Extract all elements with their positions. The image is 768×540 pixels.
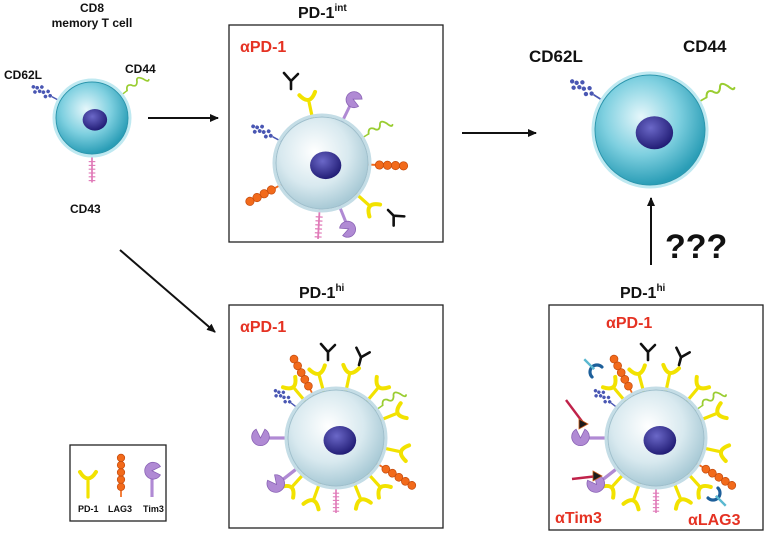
restored-t-cell [591,71,709,189]
result-cd44-label: CD44 [683,37,727,56]
tim3-receptor [251,428,288,446]
cd43-receptor [332,486,340,513]
cell-nucleus [310,151,342,180]
cell-nucleus [635,116,674,150]
lag3-receptor [116,453,126,497]
anti-lag3-antibody [583,358,604,379]
cell-membrane [272,113,372,213]
receptor-layer [31,71,737,513]
naive-title-line2: memory T cell [52,16,133,30]
int-box-title: PD-1int [298,3,347,22]
arrow-to-hi [119,249,216,333]
cell-membrane [604,386,708,490]
legend-box [69,444,167,522]
cd43-receptor [652,486,660,513]
pd1-int-cell [272,113,372,213]
anti-tim3-antibody [571,470,603,482]
pd1-hi-cell [284,386,388,490]
cell-nucleus [643,426,677,455]
cell-membrane [52,78,132,158]
lag3-receptor [289,354,315,397]
lag3-receptor [367,160,409,171]
cd62l-receptor [251,124,282,143]
cell-membrane [591,71,709,189]
cell-layer [52,71,709,490]
cd62l-receptor [593,389,619,409]
cell-membrane [284,386,388,490]
combo-box-title: PD-1hi [620,283,666,302]
legend-tim3-label: Tim3 [143,504,164,514]
naive-cd62l-label: CD62L [4,68,42,82]
anti-pd1-antibody [319,342,337,362]
cell-nucleus [82,109,108,131]
lag3-receptor [376,462,417,490]
combo-box-antibody-label: αPD-1 [606,315,652,332]
tim3-receptor [571,428,608,446]
blocking-antibody-layer [565,358,727,507]
cell-nucleus [323,426,357,455]
anti-pd1-antibody [355,346,371,367]
hi-box-antibody-label: αPD-1 [240,319,286,336]
combo-tim3-antibody-label: αTim3 [555,510,602,527]
legend-lag3-label: LAG3 [108,504,132,514]
anti-pd1-antibody [386,208,406,227]
naive-cd43-label: CD43 [70,202,101,216]
hi-box-title: PD-1hi [299,283,345,302]
pd1-int-box [228,24,444,243]
pd1-hi-box [228,304,444,529]
legend-pd1-label: PD-1 [78,504,99,514]
pd1-hi-combo-box [548,304,764,531]
cd43-receptor [314,208,323,239]
lag3-receptor [609,354,635,397]
naive-t-cell [52,78,132,158]
lag3-receptor [245,183,282,206]
anti-pd1-antibody [282,71,300,91]
naive-cd44-label: CD44 [125,62,156,76]
result-cd62l-label: CD62L [529,47,583,66]
int-box-antibody-label: αPD-1 [240,39,286,56]
anti-pd1-antibody [675,346,691,367]
question-marks: ??? [665,228,727,266]
anti-pd1-antibody [639,342,657,362]
combo-lag3-antibody-label: αLAG3 [688,512,741,529]
pd1-receptor [78,470,98,499]
anti-lag3-antibody [706,486,727,507]
tim3-receptor [144,461,161,497]
naive-title-line1: CD8 [80,1,104,15]
cd43-receptor [88,154,96,183]
anti-tim3-antibody [565,399,589,430]
pd1-hi-combo-cell [604,386,708,490]
